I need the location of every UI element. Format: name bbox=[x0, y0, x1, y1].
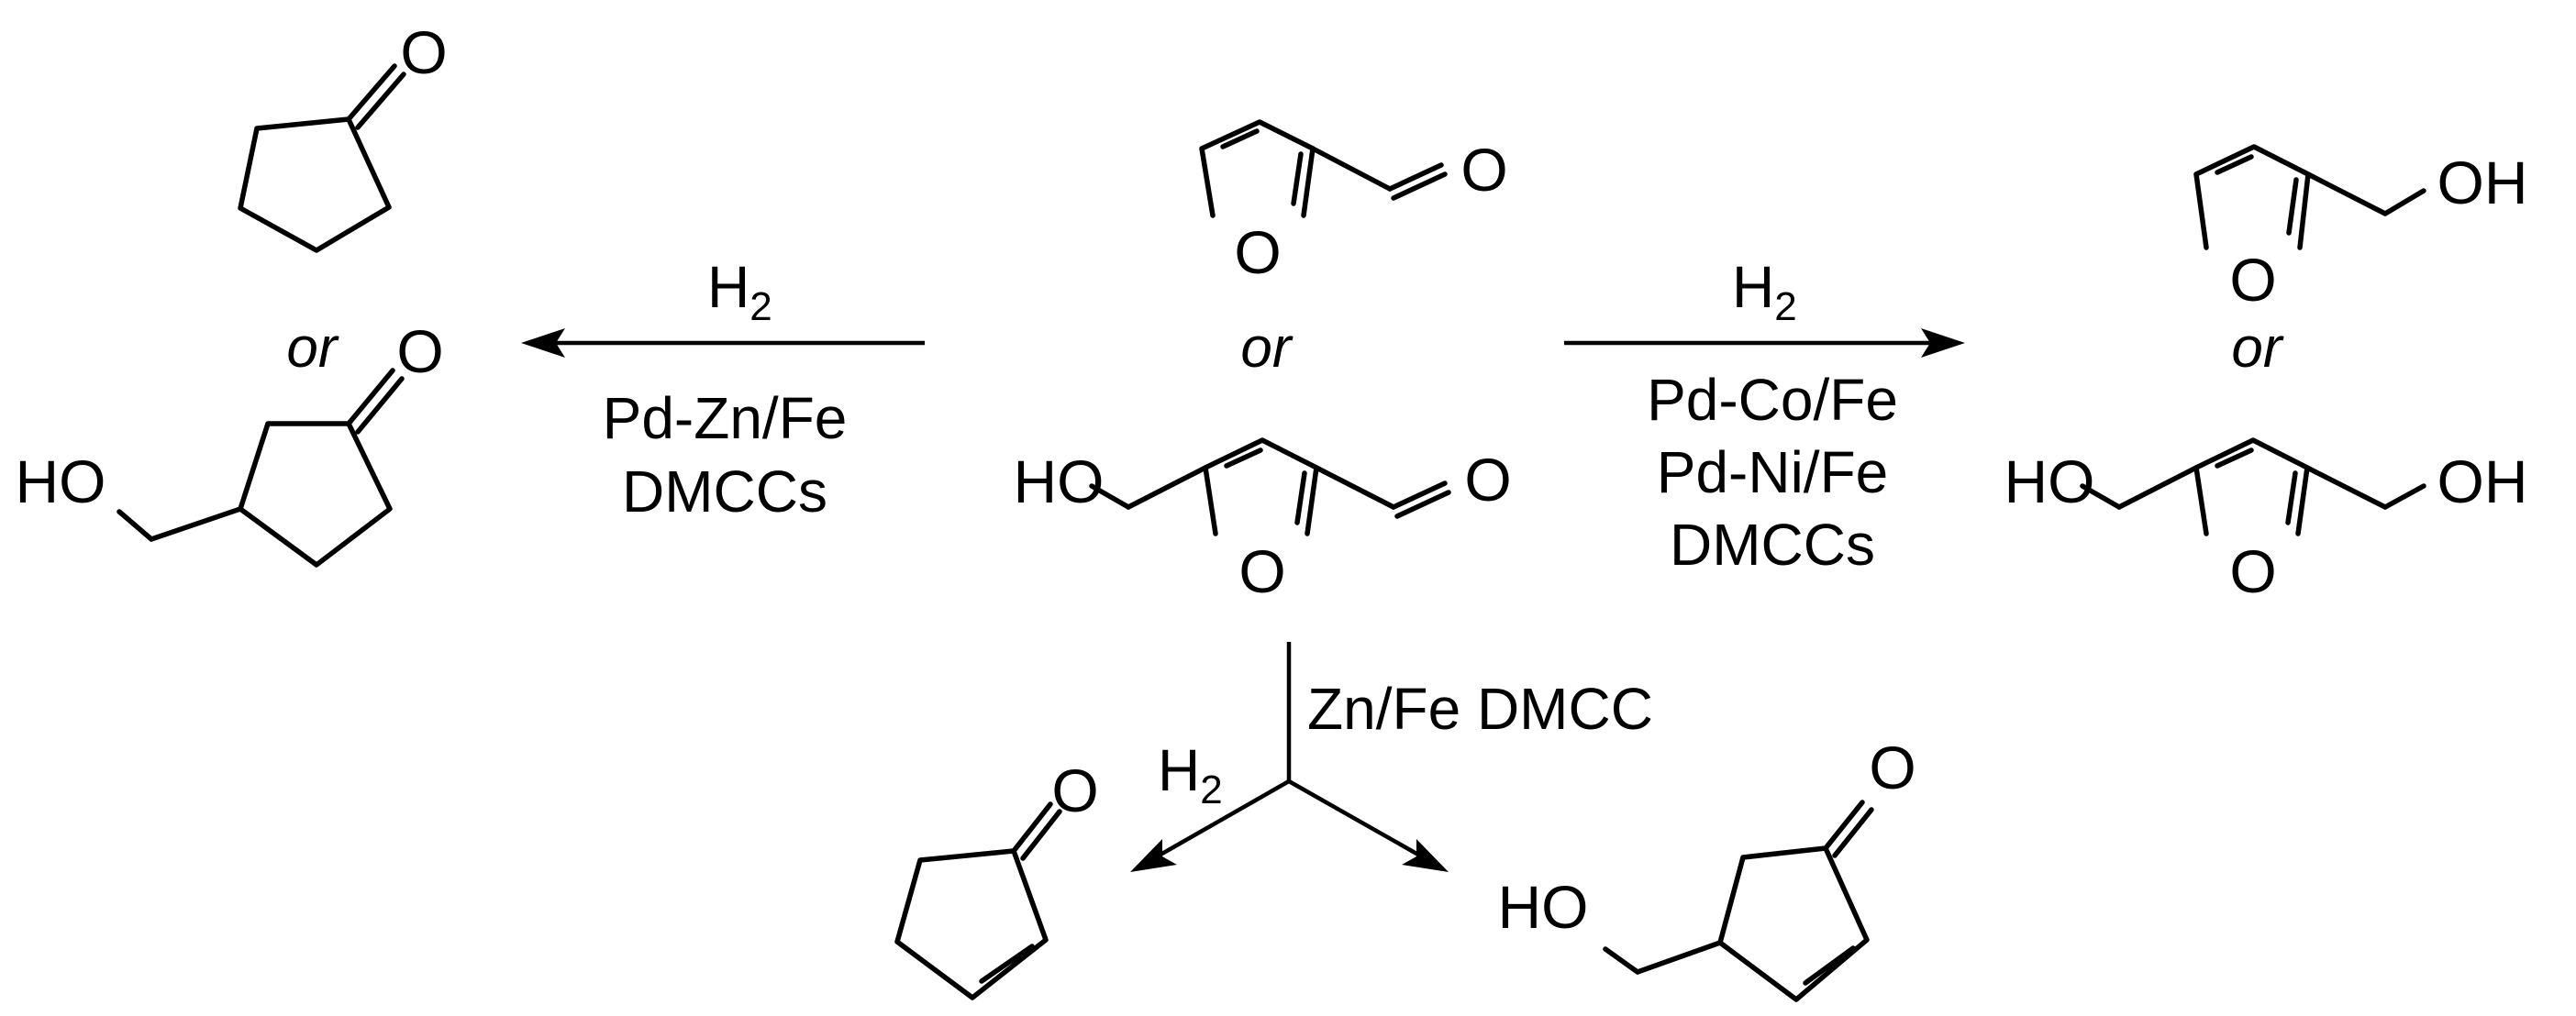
cyclopentanone-structure: O bbox=[238, 18, 448, 253]
left-arrow-catalyst-line-1: Pd-Zn/Fe bbox=[603, 385, 848, 451]
right-arrow-catalyst-line-3: DMCCs bbox=[1670, 512, 1875, 578]
bhmf-ring-oxygen: O bbox=[2229, 537, 2276, 605]
hydroxymethyl-cyclopentenone-structure: O HO bbox=[1498, 734, 1916, 1002]
right-arrow-catalyst-line-2: Pd-Ni/Fe bbox=[1657, 439, 1889, 505]
cyclopentanone-oxygen: O bbox=[400, 18, 447, 86]
right-arrow-catalyst-line-1: Pd-Co/Fe bbox=[1647, 367, 1898, 433]
hmf-hydroxyl: HO bbox=[1014, 447, 1105, 515]
furfural-ring-oxygen: O bbox=[1234, 218, 1281, 286]
hmf-carbonyl-oxygen: O bbox=[1464, 446, 1511, 514]
furfuryl-alcohol-structure: O OH bbox=[2193, 144, 2528, 314]
left-arrow-catalyst-line-2: DMCCs bbox=[622, 458, 827, 525]
furfuryl-alcohol-ring-oxygen: O bbox=[2229, 246, 2276, 314]
bhmf-right-hydroxyl: OH bbox=[2437, 447, 2528, 515]
left-reaction-arrow bbox=[521, 328, 925, 358]
cyclopentenone-oxygen: O bbox=[1051, 756, 1098, 824]
bottom-arrow-catalyst: Zn/Fe DMCC bbox=[1307, 676, 1653, 742]
left-arrow-reagent: H2 bbox=[707, 254, 772, 329]
bottom-branched-arrow bbox=[1130, 642, 1449, 872]
furfural-structure: O O bbox=[1199, 119, 1508, 286]
bhmf-structure: HO O OH bbox=[2004, 437, 2528, 605]
right-reaction-arrow bbox=[1564, 328, 1965, 358]
left-products-or-label: or bbox=[286, 316, 339, 380]
hydroxymethyl-cyclopentanone-hydroxyl: HO bbox=[16, 447, 106, 515]
bhmf-left-hydroxyl: HO bbox=[2004, 447, 2095, 515]
hydroxymethyl-cyclopentanone-structure: O HO bbox=[16, 317, 444, 568]
bottom-arrow-reagent: H2 bbox=[1158, 737, 1223, 812]
cyclopentenone-structure: O bbox=[894, 756, 1099, 1000]
right-arrow-reagent: H2 bbox=[1732, 254, 1797, 329]
right-products-or-label: or bbox=[2231, 316, 2283, 380]
hmf-structure: HO O O bbox=[1014, 437, 1512, 605]
hydroxymethyl-cyclopentenone-hydroxyl: HO bbox=[1498, 873, 1589, 941]
furfuryl-alcohol-hydroxyl: OH bbox=[2437, 149, 2528, 216]
hydroxymethyl-cyclopentanone-oxygen: O bbox=[396, 317, 443, 385]
hmf-ring-oxygen: O bbox=[1238, 537, 1285, 605]
hydroxymethyl-cyclopentenone-oxygen: O bbox=[1869, 734, 1915, 801]
furfural-carbonyl-oxygen: O bbox=[1460, 136, 1507, 204]
reactant-or-label: or bbox=[1240, 316, 1293, 380]
